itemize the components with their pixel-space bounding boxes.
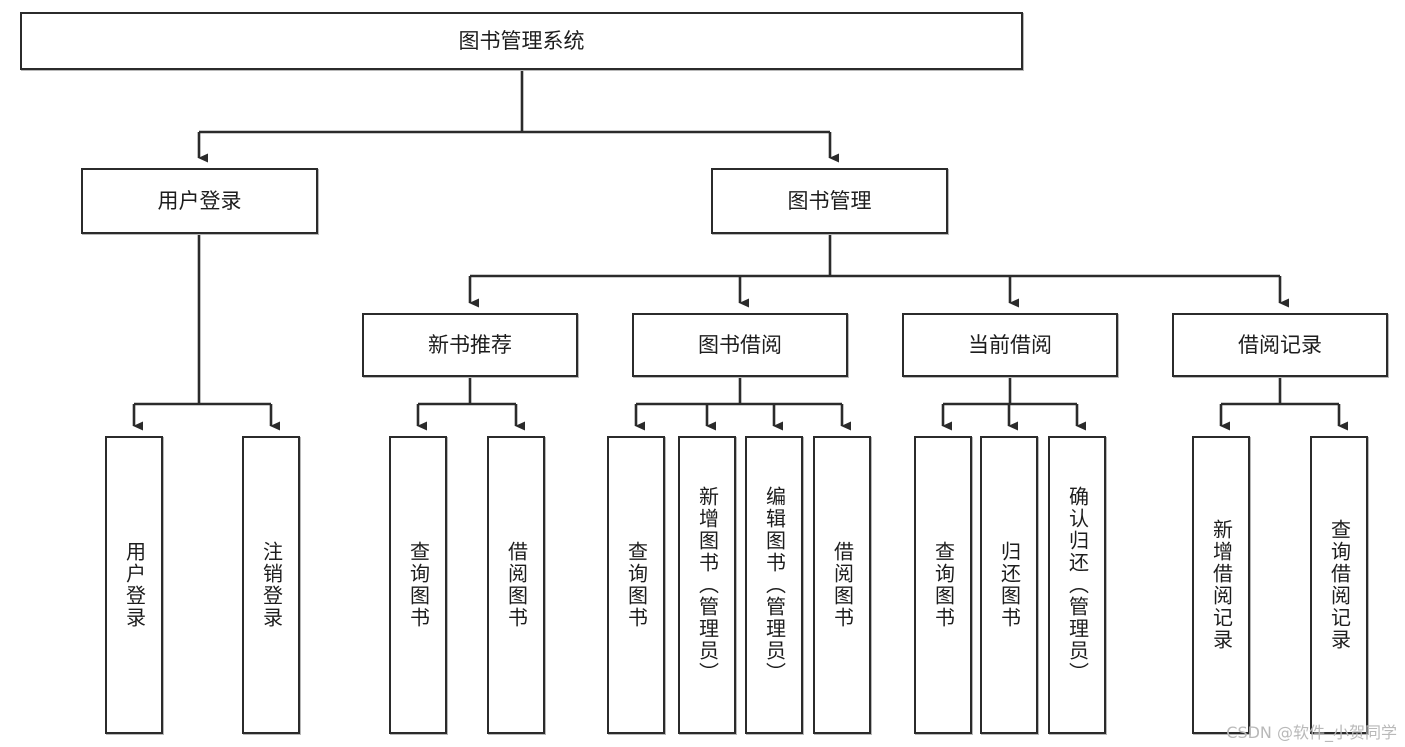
node-label: 查询图书 bbox=[931, 541, 956, 629]
node-label: 用户登录 bbox=[122, 541, 147, 629]
node-label: 新书推荐 bbox=[428, 332, 512, 357]
leaf-logout[interactable]: 注销登录 bbox=[242, 436, 300, 734]
node-label: 新增图书（管理员） bbox=[695, 486, 720, 684]
leaf-user-login[interactable]: 用户登录 bbox=[105, 436, 163, 734]
csdn-watermark: CSDN @软件_小贺同学 bbox=[1226, 723, 1397, 742]
node-label: 借阅图书 bbox=[830, 541, 855, 629]
node-label: 查询图书 bbox=[624, 541, 649, 629]
node-label: 图书管理系统 bbox=[458, 28, 585, 53]
node-label: 借阅图书 bbox=[504, 541, 529, 629]
leaf-query-book-recommend[interactable]: 查询图书 bbox=[389, 436, 447, 734]
node-label: 图书管理 bbox=[787, 188, 872, 213]
node-label: 当前借阅 bbox=[968, 332, 1052, 357]
leaf-borrow-book-recommend[interactable]: 借阅图书 bbox=[487, 436, 545, 734]
leaf-return-book[interactable]: 归还图书 bbox=[980, 436, 1038, 734]
leaf-confirm-return-admin[interactable]: 确认归还（管理员） bbox=[1048, 436, 1106, 734]
node-root-system[interactable]: 图书管理系统 bbox=[20, 12, 1023, 70]
leaf-query-borrow-record[interactable]: 查询借阅记录 bbox=[1310, 436, 1368, 734]
node-label: 新增借阅记录 bbox=[1209, 519, 1234, 651]
node-user-login[interactable]: 用户登录 bbox=[81, 168, 318, 234]
node-label: 借阅记录 bbox=[1238, 332, 1322, 357]
node-label: 用户登录 bbox=[157, 188, 242, 213]
leaf-borrow-book[interactable]: 借阅图书 bbox=[813, 436, 871, 734]
node-borrow-record[interactable]: 借阅记录 bbox=[1172, 313, 1388, 377]
leaf-edit-book-admin[interactable]: 编辑图书（管理员） bbox=[745, 436, 803, 734]
node-label: 注销登录 bbox=[259, 541, 284, 629]
node-label: 图书借阅 bbox=[698, 332, 782, 357]
node-label: 查询图书 bbox=[406, 541, 431, 629]
node-new-book-recommend[interactable]: 新书推荐 bbox=[362, 313, 578, 377]
node-book-borrow[interactable]: 图书借阅 bbox=[632, 313, 848, 377]
node-current-borrow[interactable]: 当前借阅 bbox=[902, 313, 1118, 377]
leaf-add-book-admin[interactable]: 新增图书（管理员） bbox=[678, 436, 736, 734]
leaf-query-book-borrow[interactable]: 查询图书 bbox=[607, 436, 665, 734]
node-label: 确认归还（管理员） bbox=[1065, 486, 1090, 684]
node-book-management[interactable]: 图书管理 bbox=[711, 168, 948, 234]
node-label: 归还图书 bbox=[997, 541, 1022, 629]
node-label: 查询借阅记录 bbox=[1327, 519, 1352, 651]
leaf-query-book-current[interactable]: 查询图书 bbox=[914, 436, 972, 734]
node-label: 编辑图书（管理员） bbox=[762, 486, 787, 684]
leaf-add-borrow-record[interactable]: 新增借阅记录 bbox=[1192, 436, 1250, 734]
